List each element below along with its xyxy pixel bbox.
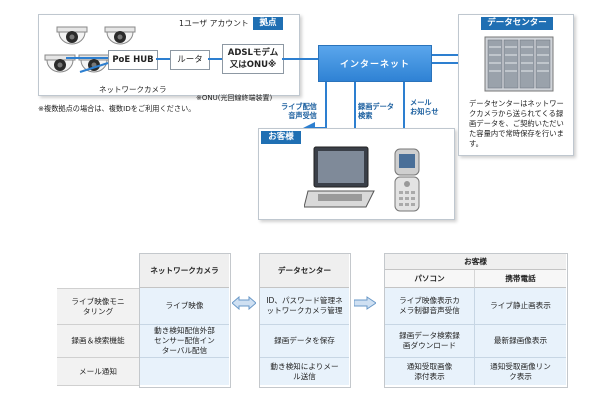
modem-line1: ADSLモデム [227,48,279,58]
camera-header: ネットワークカメラ [140,254,229,288]
arrow-mail-label: メール お知らせ [410,98,439,116]
arrow-mail-line2: お知らせ [410,107,439,116]
data-center-panel: データセンター データセンターはネットワークカメラから送られてくる録画データを、… [458,14,574,156]
dc-cell-rec: 録画データを保存 [260,325,349,358]
pc-cell-rec: 録画データ検索録画ダウンロード [385,325,475,358]
laptop-icon [304,146,375,208]
pc-cell-mail: 通知受取画像添付表示 [385,358,475,385]
server-rack-icon [484,36,554,92]
pc-header: パソコン [385,270,475,288]
dc-cell-live: ID、パスワード管理ネットワークカメラ管理 [260,288,349,325]
dc-header: データセンター [260,254,349,288]
arrow-live-line1: ライブ配信 [281,102,317,111]
modem-box: ADSLモデム 又はONU※ [222,44,284,74]
mobile-phone-icon [394,148,420,212]
pc-cell-live: ライブ映像表示カメラ制御音声受信 [385,288,475,325]
camera-icon-1 [56,26,88,45]
phone-cell-live: ライブ静止画表示 [475,288,566,325]
phone-header: 携帯電話 [475,270,566,288]
row-label-live: ライブ映像モニタリング [57,288,139,325]
arrow-rec-label: 録画データ 検索 [358,102,394,120]
multi-site-note: ※複数拠点の場合は、複数IDをご利用ください。 [38,104,196,113]
camera-icon-2 [104,26,136,45]
dc-cell-mail: 動き検知によりメール送信 [260,358,349,385]
camera-label: ネットワークカメラ [99,85,167,94]
right-arrow-icon [354,296,376,310]
arrow-mail-line1: メール [410,98,432,107]
data-center-badge: データセンター [481,17,553,30]
internet-bar: インターネット [318,45,432,82]
phone-cell-rec: 最新録画像表示 [475,325,566,358]
modem-line2: 又はONU※ [229,60,277,70]
camera-cell-mail [140,358,229,385]
arrow-live-line2: 音声受信 [288,111,317,120]
arrow-rec-line1: 録画データ [358,102,394,111]
account-label: 1ユーザ アカウント [179,19,249,28]
arrow-live-label: ライブ配信 音声受信 [281,102,317,120]
camera-cell-rec: 動き検知配信外部センサー配信インターバル配信 [140,325,229,358]
arrow-rec-line2: 検索 [358,111,373,120]
phone-cell-mail: 通知受取画像リンク表示 [475,358,566,385]
camera-cell-live: ライブ映像 [140,288,229,325]
customer-header: お客様 [385,254,566,270]
line-cam-hub-b [79,62,109,73]
bidirectional-arrow-icon [232,296,256,310]
internet-label: インターネット [339,60,410,70]
row-label-mail: メール通知 [57,358,139,386]
data-center-description: データセンターはネットワークカメラから送られてくる録画データを、ご契約いただいた… [469,99,564,148]
onu-note: ※ONU(光回線終端装置) [196,94,273,102]
site-badge: 拠点 [253,17,283,30]
customer-badge: お客様 [261,131,301,144]
row-label-rec: 録画＆検索機能 [57,325,139,358]
customer-panel: お客様 [258,128,455,220]
